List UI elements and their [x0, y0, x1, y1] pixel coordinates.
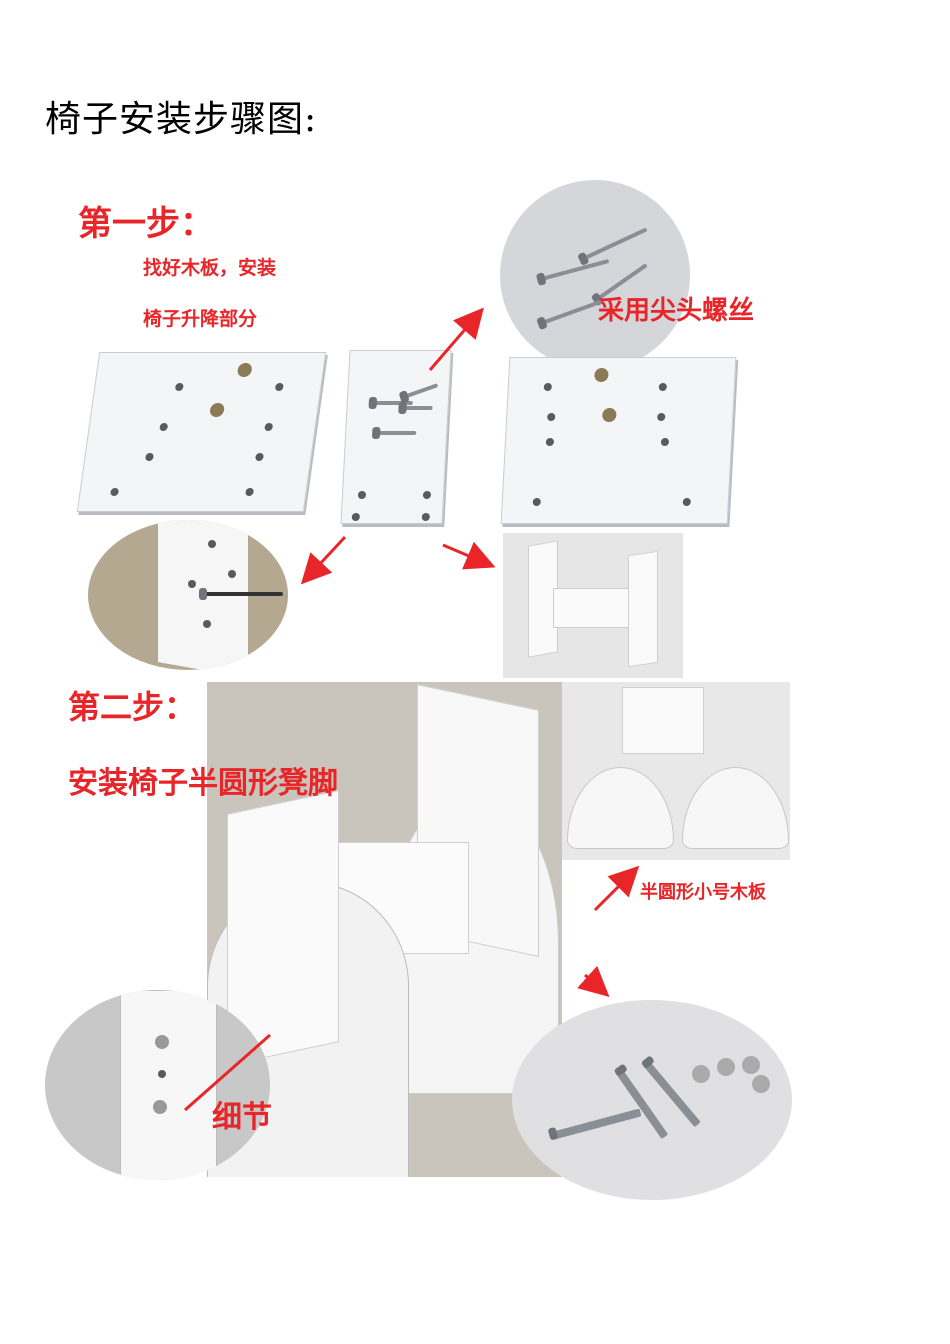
- screw-hole: [228, 570, 236, 578]
- bolts-nuts-photo: [512, 1000, 792, 1200]
- detail-closeup-photo: [45, 990, 270, 1180]
- detail-pointer-line: [184, 1033, 271, 1112]
- page-title: 椅子安装步骤图:: [45, 99, 318, 140]
- screw-hole: [208, 540, 216, 548]
- arrow-to-half-boards: [593, 865, 640, 912]
- step1-heading: 第一步：: [78, 204, 214, 244]
- half-circle-boards-photo: [562, 682, 790, 860]
- arrow-to-drilling: [300, 535, 347, 585]
- screws-closeup-photo: [500, 180, 690, 370]
- arrow-to-frame: [442, 541, 496, 570]
- arrow-to-bolts: [577, 965, 610, 998]
- step2-line1: 安装椅子半圆形凳脚: [68, 766, 338, 801]
- frame-upright: [622, 687, 704, 754]
- nut-icon: [742, 1056, 760, 1074]
- screw-hole: [188, 580, 196, 588]
- step1-line2: 椅子升降部分: [143, 308, 258, 330]
- drilling-photo: [88, 520, 288, 670]
- arrow-to-screws: [428, 307, 484, 371]
- screw-hole: [158, 1070, 166, 1078]
- nut-icon: [717, 1058, 735, 1076]
- screw-hole: [203, 620, 211, 628]
- step1-line1: 找好木板，安装: [143, 257, 277, 279]
- frame-assembled-photo: [503, 533, 683, 678]
- half-board-callout: 半圆形小号木板: [640, 882, 766, 903]
- nut-icon: [752, 1075, 770, 1093]
- frame-crossbar: [553, 588, 635, 628]
- screw-callout: 采用尖头螺丝: [598, 296, 755, 326]
- bolt-head-icon: [153, 1100, 167, 1114]
- step2-heading: 第二步：: [68, 688, 197, 726]
- detail-board: [120, 990, 217, 1180]
- nut-icon: [692, 1065, 710, 1083]
- bolt-head-icon: [155, 1035, 169, 1049]
- screwdriver-icon: [199, 588, 283, 600]
- detail-callout: 细节: [212, 1100, 272, 1135]
